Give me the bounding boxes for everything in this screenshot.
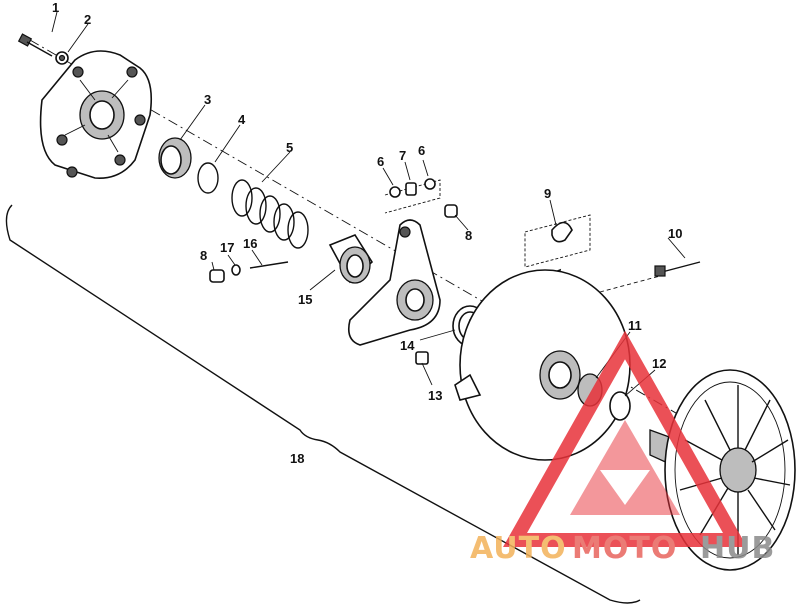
small-ring-part — [231, 264, 241, 276]
watermark-logo: AUTO MOTO HUB — [470, 330, 775, 566]
callout-labels: 1 2 3 4 5 6 7 6 9 8 10 8 17 16 15 11 12 … — [52, 0, 682, 466]
callout-18: 18 — [290, 451, 304, 466]
sheave-part — [454, 268, 631, 461]
roller-set-part — [384, 178, 441, 214]
snap-ring-part — [197, 162, 219, 194]
callout-15: 15 — [298, 292, 312, 307]
cover-plate-part — [39, 50, 153, 179]
callout-8-right: 8 — [465, 228, 472, 243]
callout-13: 13 — [428, 388, 442, 403]
callout-8-left: 8 — [200, 248, 207, 263]
callout-4: 4 — [238, 112, 246, 127]
washer-part — [55, 51, 69, 65]
callout-12: 12 — [652, 356, 666, 371]
bolt-part — [17, 33, 53, 57]
callout-2: 2 — [84, 12, 91, 27]
long-bolt-part — [654, 261, 701, 277]
watermark-text-hub: HUB — [700, 531, 775, 566]
ramp-arm-part — [347, 219, 441, 346]
watermark-triangle-icon — [503, 330, 747, 547]
bushing-part — [158, 137, 192, 179]
assembly-bracket — [5, 204, 641, 604]
watermark-text-moto: MOTO — [572, 531, 677, 566]
callout-6-left: 6 — [377, 154, 384, 169]
callout-11: 11 — [628, 318, 642, 333]
pin-part — [249, 261, 289, 269]
callout-3: 3 — [204, 92, 211, 107]
callout-17: 17 — [220, 240, 234, 255]
nut-part — [415, 351, 429, 365]
callout-6-right: 6 — [418, 143, 425, 158]
callout-1: 1 — [52, 0, 59, 15]
spring-part — [231, 179, 309, 249]
callout-10: 10 — [668, 226, 682, 241]
cap-part — [209, 269, 225, 283]
callout-16: 16 — [243, 236, 257, 251]
clip-part — [524, 214, 591, 268]
watermark-text-auto: AUTO — [470, 531, 567, 566]
callout-9: 9 — [544, 186, 551, 201]
bolt-axis — [599, 275, 661, 293]
callout-7: 7 — [399, 148, 406, 163]
fixed-sheave-part — [649, 369, 796, 571]
cap-right-part — [444, 204, 458, 218]
callout-14: 14 — [400, 338, 415, 353]
roller-housing-part — [328, 234, 374, 284]
bushing-12-part — [609, 391, 631, 421]
callout-5: 5 — [286, 140, 293, 155]
